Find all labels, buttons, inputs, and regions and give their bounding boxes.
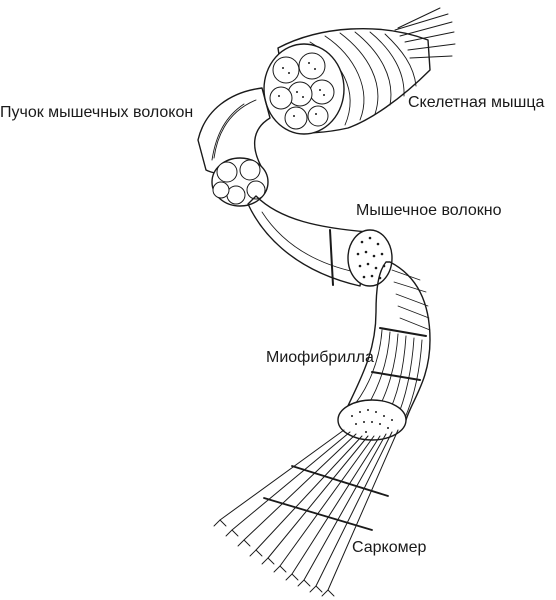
myofibril-z-bands (371, 327, 427, 381)
myofibril-sarcoplasmic-reticulum (391, 269, 431, 331)
label-myofibril: Миофибрилла (266, 349, 374, 366)
muscle-fiber-body (247, 195, 369, 287)
skeletal-muscle-striations (309, 31, 417, 126)
fascicle-dots (278, 62, 325, 117)
sarcomere-filament-ends (213, 519, 335, 597)
fiber-cross-sections (212, 159, 266, 205)
label-sarcomere: Саркомер (352, 539, 427, 556)
myofibril-cross-section (337, 399, 407, 441)
tendon-strands (394, 7, 456, 59)
fascicle-cross-sections (269, 52, 335, 130)
label-muscle-fiber-bundle: Пучок мышечных волокон (0, 104, 194, 121)
sarcomere-filaments (219, 429, 399, 591)
skeletal-muscle-body (277, 28, 431, 134)
myofibril (337, 261, 431, 441)
sarcomere (213, 429, 399, 597)
sarcomere-z-lines (263, 465, 389, 531)
label-muscle-fiber: Мышечное волокно (356, 202, 502, 219)
label-skeletal-muscle: Скелетная мышца (408, 94, 545, 111)
myofibril-cross-section-dots (351, 409, 393, 433)
skeletal-muscle (263, 7, 456, 135)
fiber-bundle (197, 87, 271, 207)
